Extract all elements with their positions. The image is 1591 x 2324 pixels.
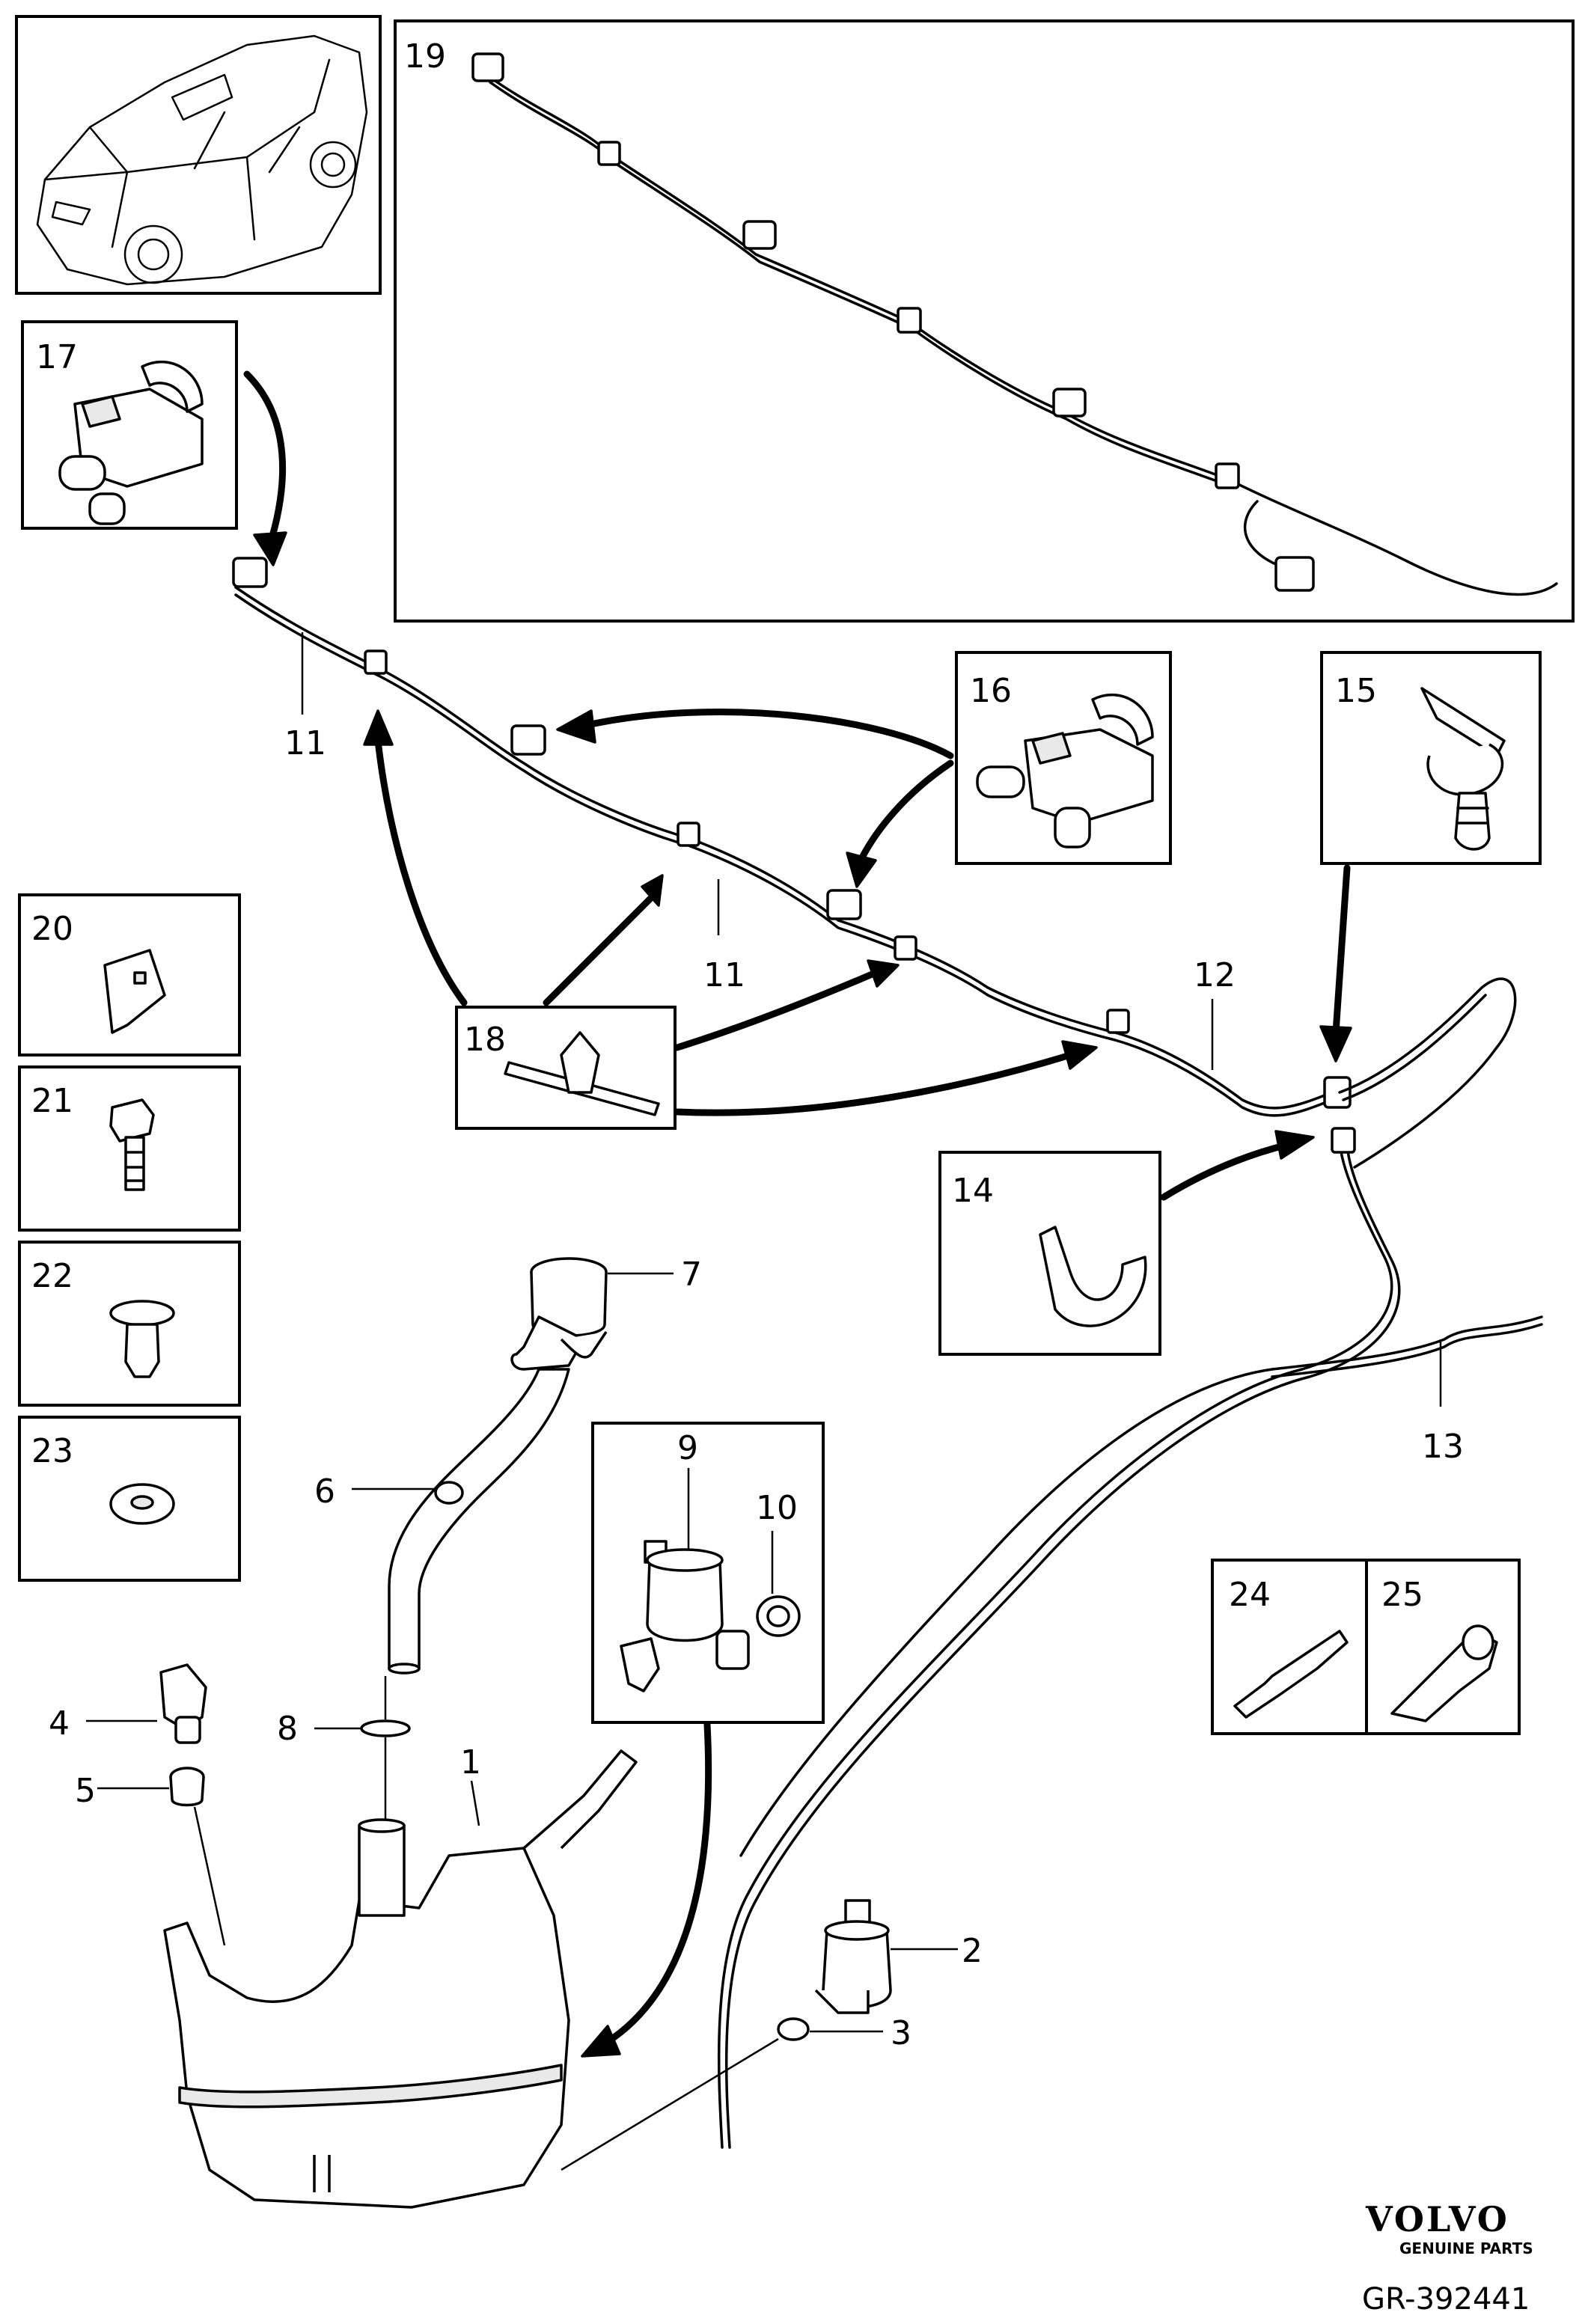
vehicle-thumbnail xyxy=(15,15,382,295)
connector-24 xyxy=(1233,1630,1349,1719)
arrow-16-b xyxy=(857,759,954,864)
arrow-17 xyxy=(243,370,287,550)
clip-19-f xyxy=(1215,462,1240,489)
callout-3: 3 xyxy=(891,2014,911,2052)
hose-13 xyxy=(717,1127,1543,2149)
clip-11-d xyxy=(677,822,700,847)
callout-7: 7 xyxy=(681,1256,702,1294)
box-9-10: 9 10 xyxy=(591,1422,825,1724)
clip-19-c xyxy=(742,220,777,250)
connector-19 xyxy=(1274,556,1315,592)
arrow-9 xyxy=(602,1721,712,2046)
pump-2 xyxy=(814,1899,892,2014)
box-21: 21 xyxy=(18,1065,241,1232)
sensor-4 xyxy=(159,1663,207,1744)
clip-12-a xyxy=(894,935,917,961)
box-15: 15 xyxy=(1320,651,1542,865)
reference-number: GR-392441 xyxy=(1362,2282,1530,2317)
oring-8 xyxy=(360,1719,411,1737)
pipe-6 xyxy=(388,1368,570,1675)
box-17: 17 xyxy=(21,320,238,530)
clip-19-e xyxy=(1052,388,1087,418)
callout-8: 8 xyxy=(277,1710,298,1748)
callout-13: 13 xyxy=(1422,1428,1464,1466)
box-19: 19 xyxy=(394,19,1575,623)
genuine-parts-label: GENUINE PARTS xyxy=(1399,2239,1533,2257)
arrow-18-c xyxy=(674,969,879,1051)
arrow-18-a xyxy=(374,737,468,1006)
clip-11-b xyxy=(364,649,388,675)
grommet-5 xyxy=(169,1767,205,1807)
callout-17: 17 xyxy=(36,338,78,376)
connector-25 xyxy=(1390,1624,1498,1722)
box-22: 22 xyxy=(18,1241,241,1407)
clip-12-b xyxy=(1106,1009,1130,1034)
callout-11-mid: 11 xyxy=(703,956,745,994)
callout-16: 16 xyxy=(970,672,1012,710)
arrow-15 xyxy=(1332,864,1351,1036)
clip-11-e xyxy=(826,889,862,920)
box-14: 14 xyxy=(938,1151,1161,1356)
callout-24: 24 xyxy=(1229,1576,1271,1614)
callout-9: 9 xyxy=(677,1429,698,1467)
clip-11-a xyxy=(232,557,268,588)
callout-14: 14 xyxy=(952,1172,994,1210)
callout-18: 18 xyxy=(464,1021,506,1059)
front-harness xyxy=(232,557,1517,1169)
callout-15: 15 xyxy=(1335,672,1377,710)
clip-19-a xyxy=(471,52,504,82)
grommet-3 xyxy=(777,2017,810,2041)
callout-22: 22 xyxy=(31,1257,73,1295)
callout-20: 20 xyxy=(31,910,73,948)
callout-4: 4 xyxy=(49,1704,70,1743)
arrow-14 xyxy=(1160,1141,1291,1201)
box-16: 16 xyxy=(955,651,1172,865)
clip-19-b xyxy=(597,141,621,166)
filler-neck-7 xyxy=(510,1257,608,1371)
callout-6: 6 xyxy=(314,1473,335,1511)
callout-11-top: 11 xyxy=(284,724,326,762)
callout-5: 5 xyxy=(75,1772,96,1810)
callout-12: 12 xyxy=(1194,956,1236,994)
clip-11-c xyxy=(510,724,546,756)
box-20: 20 xyxy=(18,893,241,1056)
callout-1: 1 xyxy=(460,1743,481,1782)
clip-15-mount xyxy=(1323,1076,1352,1109)
callout-19: 19 xyxy=(404,37,446,76)
callout-25: 25 xyxy=(1381,1576,1423,1614)
reservoir-1 xyxy=(163,1749,638,2209)
clip-19-d xyxy=(897,307,922,334)
arrow-18-b xyxy=(543,894,655,1006)
callout-2: 2 xyxy=(962,1932,983,1970)
volvo-logo: VOLVO xyxy=(1365,2199,1509,2239)
arrow-16-a xyxy=(580,709,954,759)
box-24-25: 24 25 xyxy=(1211,1559,1521,1735)
callout-10: 10 xyxy=(756,1489,798,1527)
arrow-18-d xyxy=(674,1051,1074,1116)
callout-23: 23 xyxy=(31,1432,73,1470)
callout-21: 21 xyxy=(31,1082,73,1120)
box-23: 23 xyxy=(18,1416,241,1582)
box-18: 18 xyxy=(455,1006,677,1130)
